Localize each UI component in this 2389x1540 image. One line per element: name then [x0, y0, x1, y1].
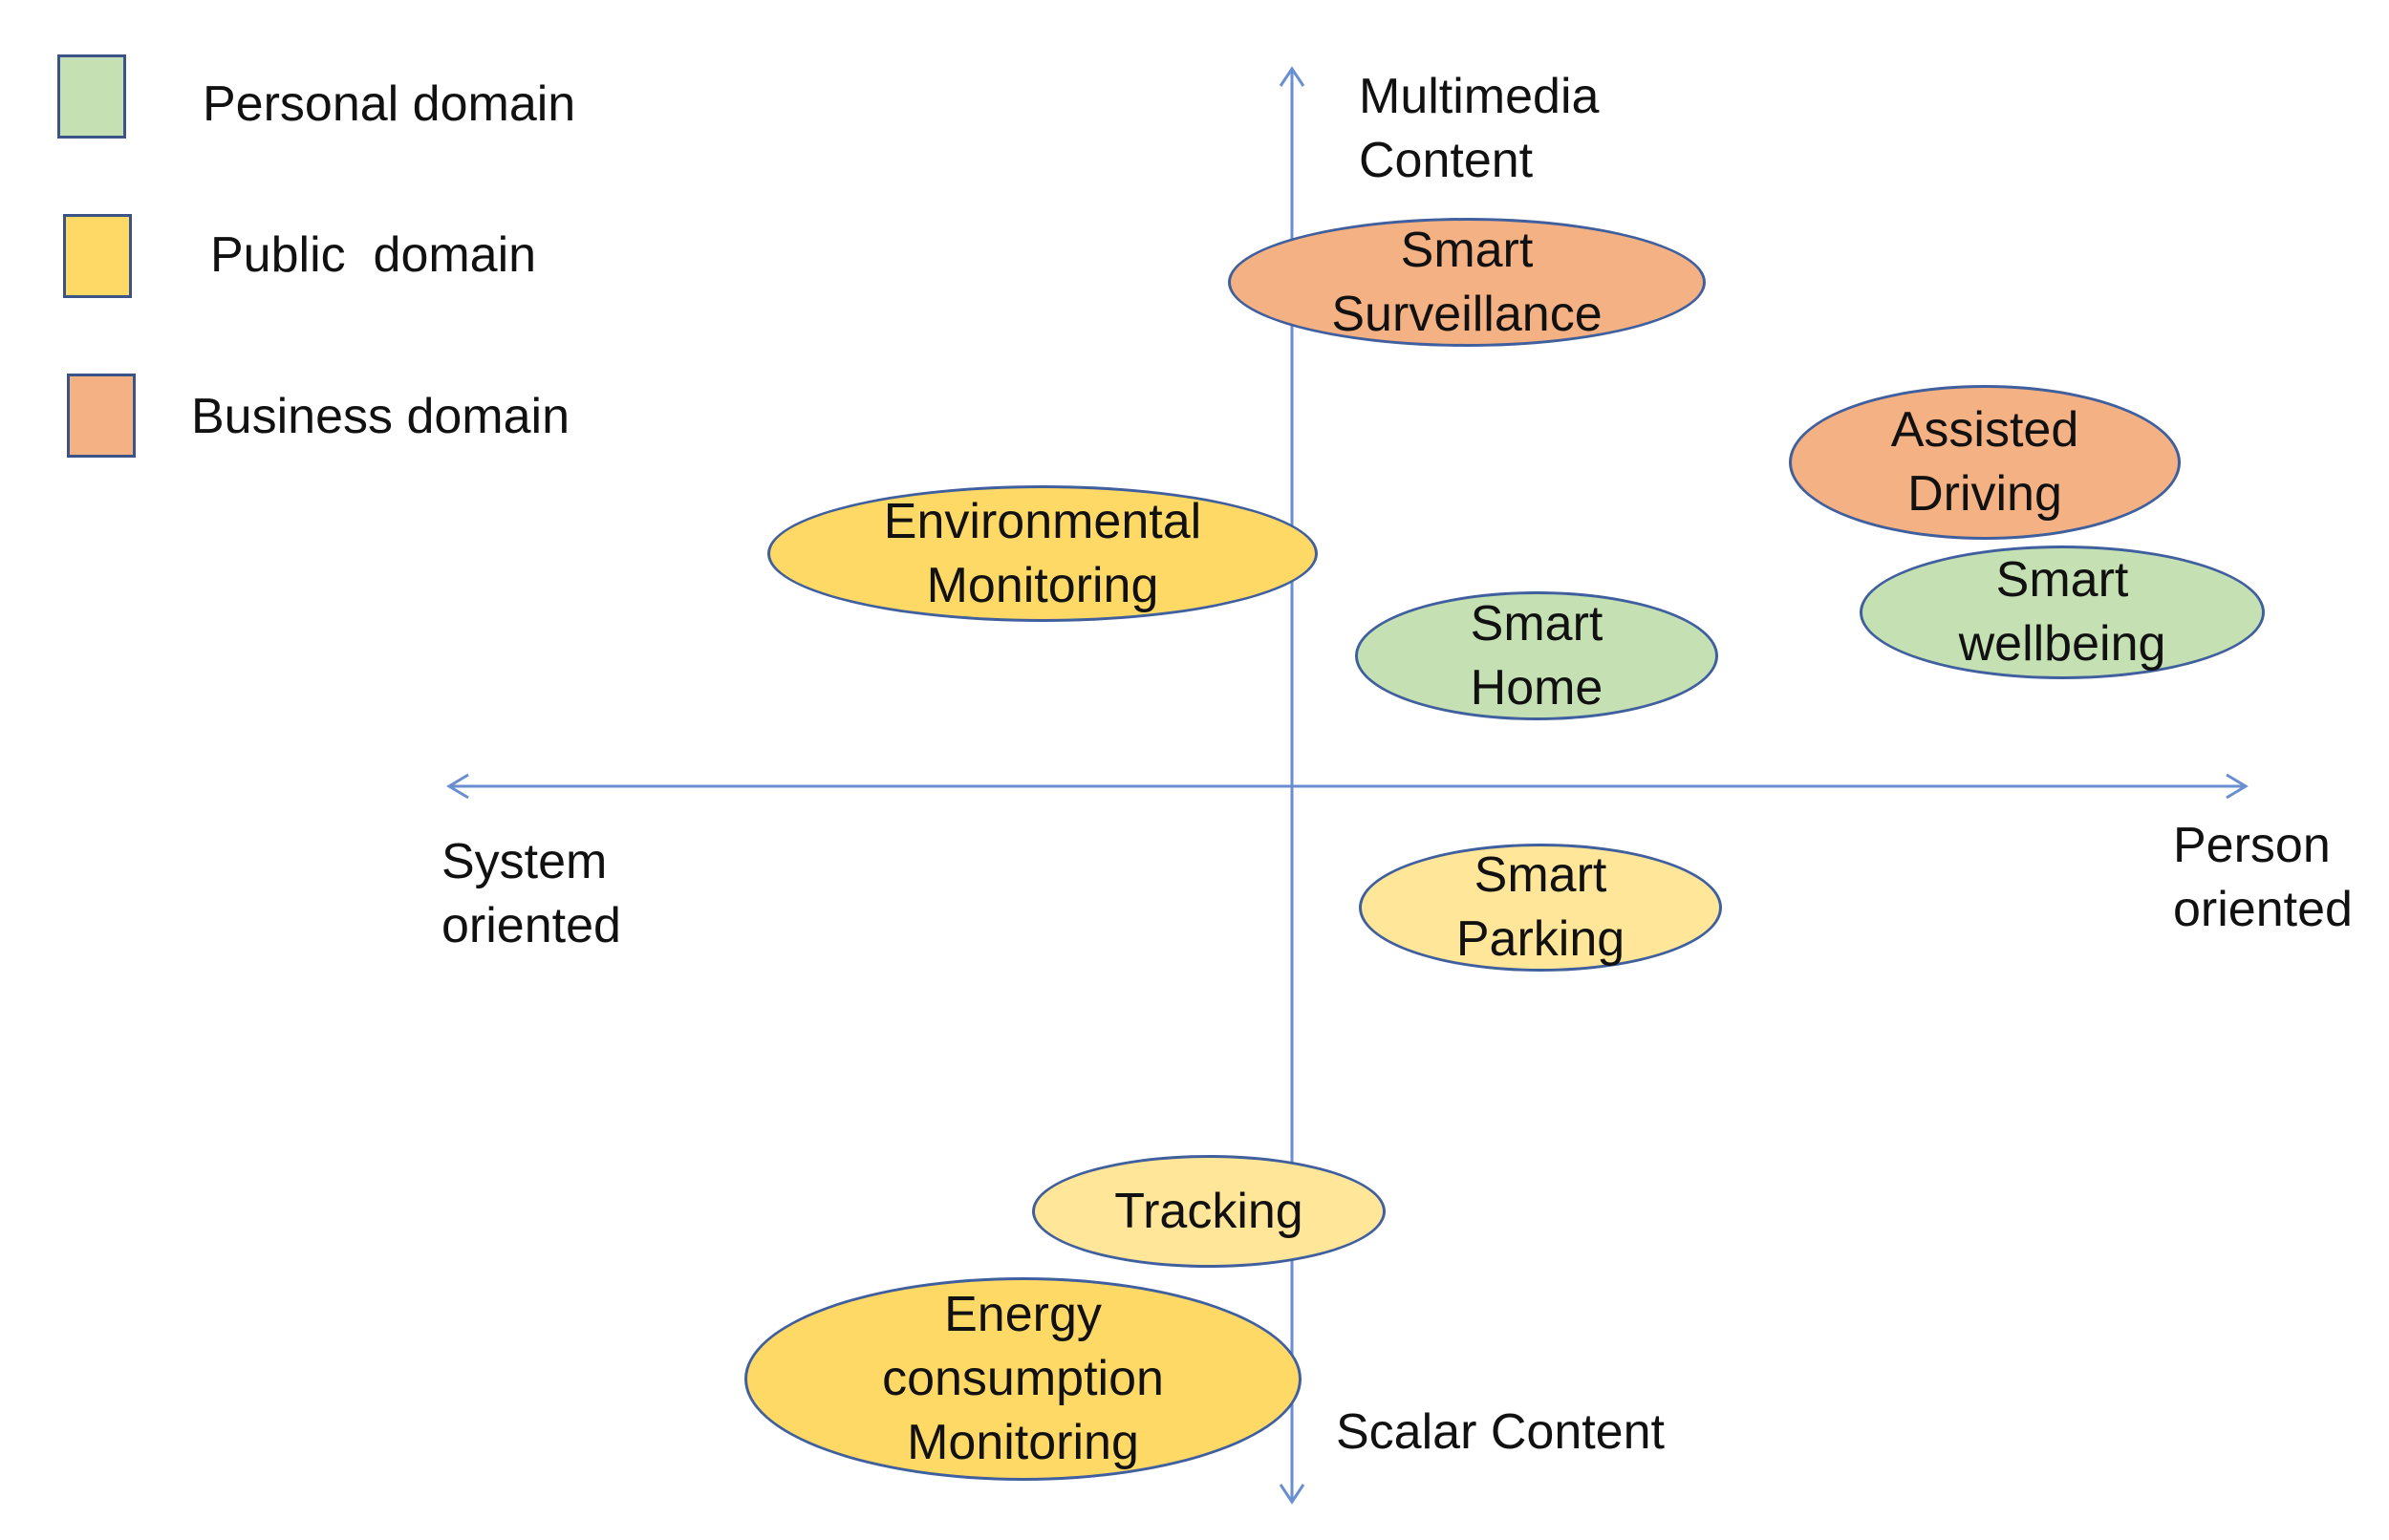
axis-label-multimedia-content: Multimedia Content — [1359, 69, 1600, 188]
bubble-environmental-monitoring: Environmental Monitoring — [767, 485, 1318, 622]
horizontal-axis-left-arrow — [446, 773, 469, 800]
bubble-tracking: Tracking — [1032, 1155, 1386, 1268]
legend-swatch-business — [67, 374, 136, 458]
legend-label-public: Public domain — [210, 227, 537, 283]
bubble-smart-wellbeing: Smart wellbeing — [1860, 545, 2265, 679]
bubble-smart-parking: Smart Parking — [1359, 844, 1722, 972]
bubble-assisted-driving: Assisted Driving — [1789, 385, 2181, 540]
legend-swatch-personal — [57, 54, 126, 139]
bubble-label: Smart wellbeing — [1958, 552, 2166, 672]
axis-label-system-oriented: System oriented — [441, 834, 621, 953]
bubble-label: Tracking — [1114, 1183, 1303, 1239]
bubble-label: Assisted Driving — [1890, 402, 2079, 522]
vertical-axis-top-arrow — [1279, 66, 1305, 87]
legend-label-personal: Personal domain — [203, 76, 576, 132]
bubble-label: Smart Parking — [1455, 847, 1625, 967]
bubble-label: Energy consumption Monitoring — [882, 1287, 1164, 1470]
bubble-label: Smart Surveillance — [1331, 222, 1603, 342]
bubble-label: Environmental Monitoring — [883, 493, 1202, 613]
bubble-smart-surveillance: Smart Surveillance — [1228, 218, 1706, 347]
axis-label-person-oriented: Person oriented — [2173, 818, 2353, 937]
legend-swatch-public — [63, 214, 132, 298]
horizontal-axis — [446, 773, 2249, 800]
vertical-axis-bottom-arrow — [1279, 1484, 1305, 1505]
bubble-label: Smart Home — [1470, 595, 1603, 716]
axis-label-scalar-content: Scalar Content — [1336, 1404, 1665, 1460]
bubble-energy-consumption-monitoring: Energy consumption Monitoring — [744, 1277, 1302, 1481]
bubble-smart-home: Smart Home — [1355, 591, 1718, 720]
legend-label-business: Business domain — [191, 389, 570, 444]
horizontal-axis-right-arrow — [2226, 773, 2249, 800]
